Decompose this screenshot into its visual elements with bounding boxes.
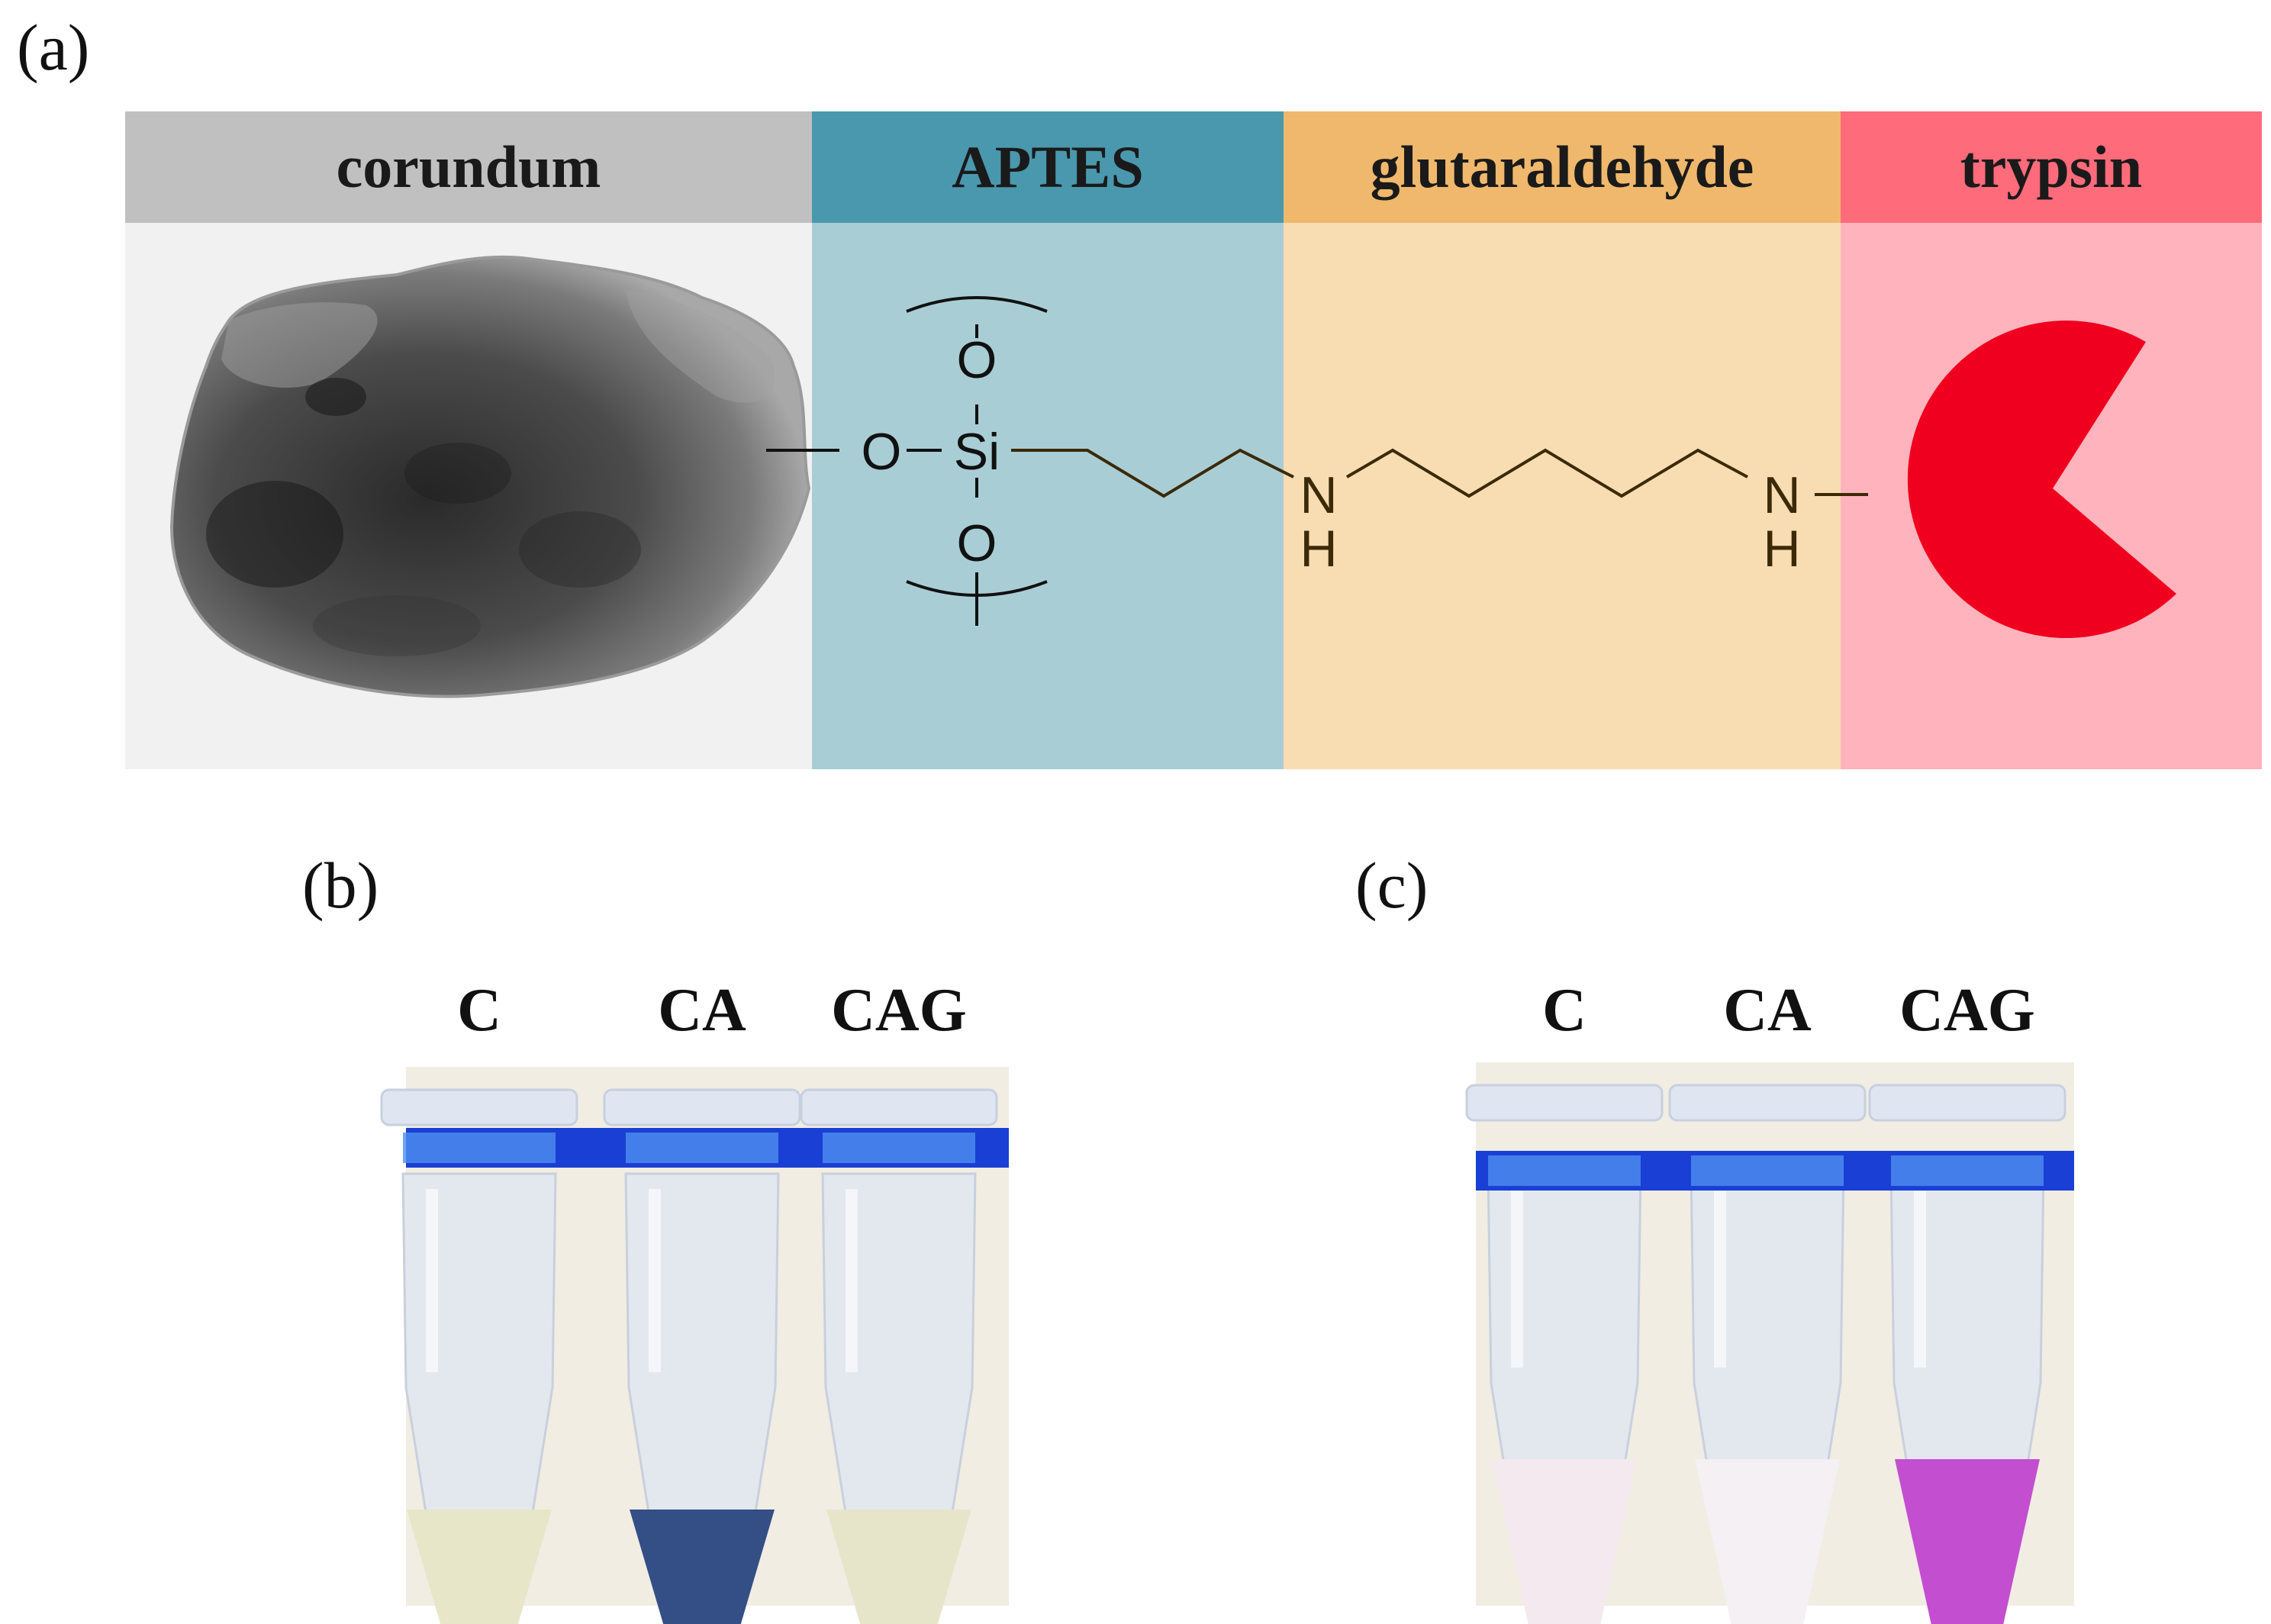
atom-o-top: O <box>957 331 997 389</box>
photo-b-tube-0 <box>380 1088 578 1624</box>
photo-b-tube-liquid <box>630 1510 775 1624</box>
chemical-bonds <box>766 296 1048 626</box>
photo-c-tube-cap <box>1868 1084 2066 1122</box>
segment-glutaraldehyde-header: glutaraldehyde <box>1284 111 1841 223</box>
segment-trypsin-header: trypsin <box>1841 111 2262 223</box>
photo-b-tube-liquid <box>407 1510 552 1624</box>
photo-c-tube-0 <box>1465 1084 1664 1624</box>
propyl-chain <box>1011 448 1868 498</box>
atom-h1: H <box>1300 520 1337 578</box>
photo-c-rack-hole <box>1891 1155 2044 1186</box>
atom-h2: H <box>1763 520 1800 578</box>
photo-c-tube-liquid <box>1695 1459 1840 1624</box>
segment-glutaraldehyde-body <box>1284 223 1841 769</box>
photo-b-tube-highlight <box>426 1189 438 1372</box>
photo-c-tube-label: CAG <box>1899 977 2035 1044</box>
panel-label-b: (b) <box>302 849 379 922</box>
atom-n2: N <box>1763 466 1800 524</box>
photo-b-tube-cap <box>380 1088 578 1126</box>
segment-corundum-header: corundum <box>125 111 812 223</box>
trypsin-enzyme-icon <box>1907 321 2176 639</box>
photo-b-tube-highlight <box>649 1189 661 1372</box>
photo-b-rack-hole <box>403 1133 556 1163</box>
schematic-overlay: O Si O O N H N H <box>169 255 2176 698</box>
photo-b-tube-2 <box>800 1088 998 1624</box>
photo-c-tube-highlight <box>1511 1184 1523 1368</box>
segment-aptes: APTES <box>812 111 1284 769</box>
photo-c-photo: C CA CAG <box>1465 977 2074 1624</box>
photo-b-rack-hole <box>626 1133 778 1163</box>
photo-b-tube-liquid <box>826 1510 971 1624</box>
photo-c-rack-hole <box>1691 1155 1844 1186</box>
photo-b-tube-1 <box>603 1088 801 1624</box>
photo-b-tube-cap <box>603 1088 801 1126</box>
photo-b-tube-label: CA <box>658 977 746 1044</box>
panel-label-a: (a) <box>17 11 90 84</box>
photo-c-tube-label: CA <box>1723 977 1812 1044</box>
atom-o-bottom: O <box>957 514 997 572</box>
photo-c-tube-cap <box>1668 1084 1867 1122</box>
photo-c-tube-liquid <box>1895 1459 2040 1624</box>
photo-b-rack-hole <box>823 1133 975 1163</box>
photo-c-tube-2 <box>1868 1084 2066 1624</box>
photo-c-rack-hole <box>1488 1155 1641 1186</box>
atom-n1: N <box>1300 466 1337 524</box>
photo-c-tube-1 <box>1668 1084 1867 1624</box>
photo-b-tube-highlight <box>846 1189 858 1372</box>
photo-c-tube-liquid <box>1492 1459 1637 1624</box>
photo-b-tube-label: C <box>457 977 501 1044</box>
segment-aptes-body <box>812 223 1284 769</box>
photo-b-photo: C CA CAG <box>380 977 1009 1624</box>
photo-c-tube-label: C <box>1542 977 1586 1044</box>
photo-c-tube-cap <box>1465 1084 1664 1122</box>
atom-o-left: O <box>862 423 902 481</box>
tube-photographs: C CA CAG C CA CAG <box>380 977 2074 1624</box>
corundum-particle <box>169 255 811 698</box>
segment-aptes-header: APTES <box>812 111 1284 223</box>
photo-c-tube-highlight <box>1914 1184 1926 1368</box>
segment-glutaraldehyde: glutaraldehyde <box>1284 111 1841 769</box>
photo-b-tube-cap <box>800 1088 998 1126</box>
photo-c-tube-highlight <box>1714 1184 1726 1368</box>
panel-label-c: (c) <box>1355 849 1429 922</box>
atom-si: Si <box>954 423 1000 481</box>
photo-b-tube-label: CAG <box>831 977 967 1044</box>
